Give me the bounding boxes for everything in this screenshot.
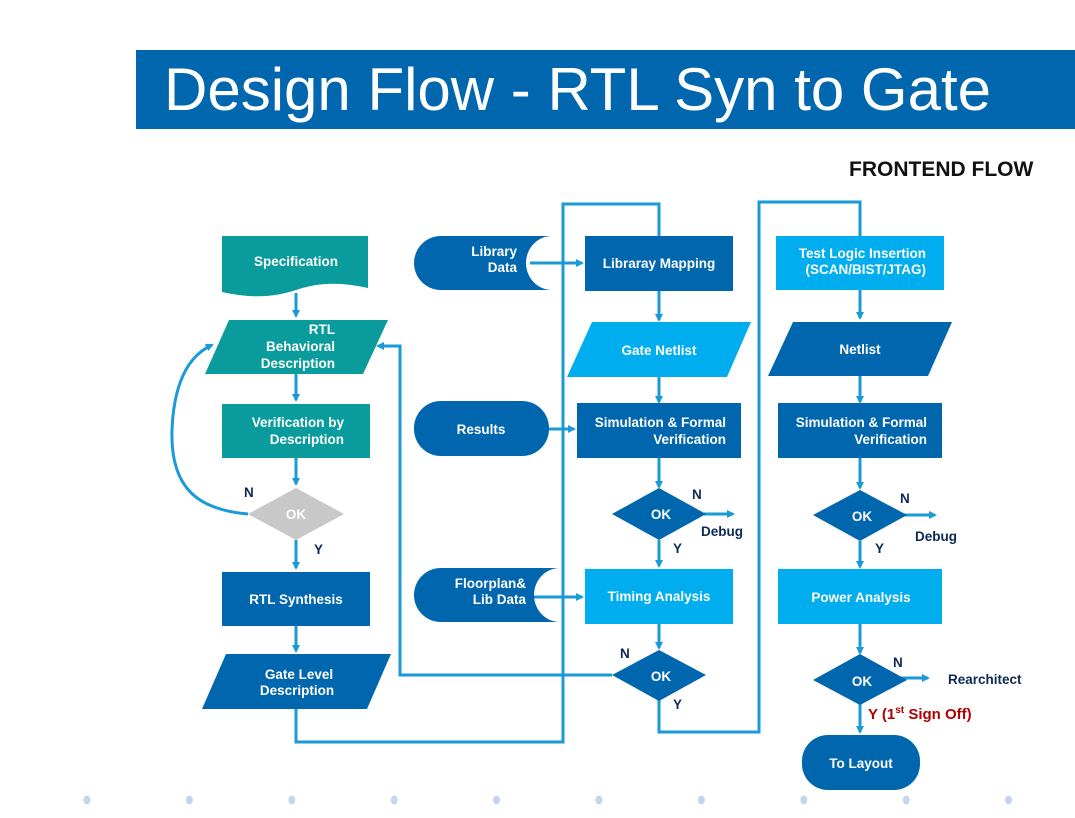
to-layout-node: To Layout [802,735,920,790]
rtl-label-2: Behavioral [266,339,335,354]
timing-analysis-node: Timing Analysis [585,569,733,624]
footer-dot [1005,795,1013,805]
footer-dot [697,795,705,805]
rtl-behavioral-node: RTL Behavioral Description [205,320,388,374]
arrow-ok-loop-back [170,343,249,516]
sim-mid-label-2: Verification [653,432,726,447]
gate-level-label-2: Description [260,683,334,698]
debug-label-right: Debug [915,529,957,544]
n-label-mid1: N [692,487,702,502]
footer-dot [83,795,91,805]
library-mapping-node: Libraray Mapping [585,236,733,291]
ok-decision-left: OK [248,488,344,540]
netlist-label: Netlist [839,342,881,357]
footer-dot [800,795,808,805]
y-label-left: Y [314,542,323,557]
wire-gate-to-libmap [294,202,661,744]
gate-netlist-node: Gate Netlist [567,322,751,377]
signoff-rest: Sign Off) [904,706,972,723]
library-data-input: Library Data [414,236,552,290]
page-title: Design Flow - RTL Syn to Gate [164,56,991,123]
netlist-node: Netlist [768,322,952,376]
y-label-mid2: Y [673,697,682,712]
sim-right-label-2: Verification [854,432,927,447]
test-logic-label-1: Test Logic Insertion [799,246,926,261]
rearchitect-label: Rearchitect [948,672,1022,687]
footer-dot [595,795,603,805]
spec-node: Specification [222,236,368,297]
gate-netlist-label: Gate Netlist [621,343,697,358]
ok-mid2-label: OK [651,669,672,684]
power-label: Power Analysis [811,590,910,605]
timing-label: Timing Analysis [608,589,711,604]
signoff-sup: st [895,705,905,716]
ok-mid1-label: OK [651,507,672,522]
footer-dot [185,795,193,805]
footer-dot [390,795,398,805]
verif-label-1: Verification by [252,415,345,430]
n-label-right1: N [900,491,910,506]
debug-label-mid: Debug [701,524,743,539]
floorplan-label-2: Lib Data [473,592,527,607]
section-subtitle: FRONTEND FLOW [849,158,1034,181]
ok-decision-right-1: OK [813,490,907,541]
test-logic-label-2: (SCAN/BIST/JTAG) [806,262,927,277]
verification-node: Verification by Description [222,404,370,458]
synth-label: RTL Synthesis [249,592,343,607]
spec-label: Specification [254,254,338,269]
footer-dots [83,795,1013,805]
wire-ok2-to-testlogic [657,200,862,734]
ok-right1-label: OK [852,509,873,524]
sim-formal-node-mid: Simulation & Formal Verification [577,403,741,458]
connectors [170,200,937,744]
results-input: Results [414,401,549,456]
y-label-mid1: Y [673,541,682,556]
to-layout-label: To Layout [829,756,893,771]
arrow-timing-fail-to-rtl [376,342,612,677]
ok-decision-mid-1: OK [612,488,706,540]
rtl-label-1: RTL [309,322,335,337]
footer-dot [288,795,296,805]
sim-mid-label-1: Simulation & Formal [595,415,726,430]
footer-dot [902,795,910,805]
ok-decision-right-2: OK [813,654,907,705]
test-logic-node: Test Logic Insertion (SCAN/BIST/JTAG) [776,236,944,290]
y-label-right1: Y [875,541,884,556]
verif-label-2: Description [270,432,344,447]
title-bar: Design Flow - RTL Syn to Gate [136,50,1075,129]
gate-level-label-1: Gate Level [265,667,333,682]
floorplan-label-1: Floorplan& [455,576,526,591]
ok-decision-mid-2: OK [612,650,706,701]
sim-formal-node-right: Simulation & Formal Verification [778,403,942,458]
footer-dot [493,795,501,805]
power-analysis-node: Power Analysis [778,569,942,624]
libmap-label: Libraray Mapping [603,256,716,271]
signoff-label: Y (1st Sign Off) [868,705,972,723]
library-data-label-1: Library [471,244,517,259]
n-label-left: N [244,485,254,500]
n-label-right2: N [893,655,903,670]
floorplan-input: Floorplan& Lib Data [414,568,560,622]
signoff-y: Y (1 [868,706,895,723]
rtl-synthesis-node: RTL Synthesis [222,572,370,626]
library-data-label-2: Data [488,260,518,275]
n-label-mid2: N [620,646,630,661]
ok-right2-label: OK [852,674,873,689]
rtl-label-3: Description [261,356,335,371]
sim-right-label-1: Simulation & Formal [796,415,927,430]
results-label: Results [457,422,506,437]
gate-level-node: Gate Level Description [202,654,391,709]
ok-left-label: OK [286,507,307,522]
